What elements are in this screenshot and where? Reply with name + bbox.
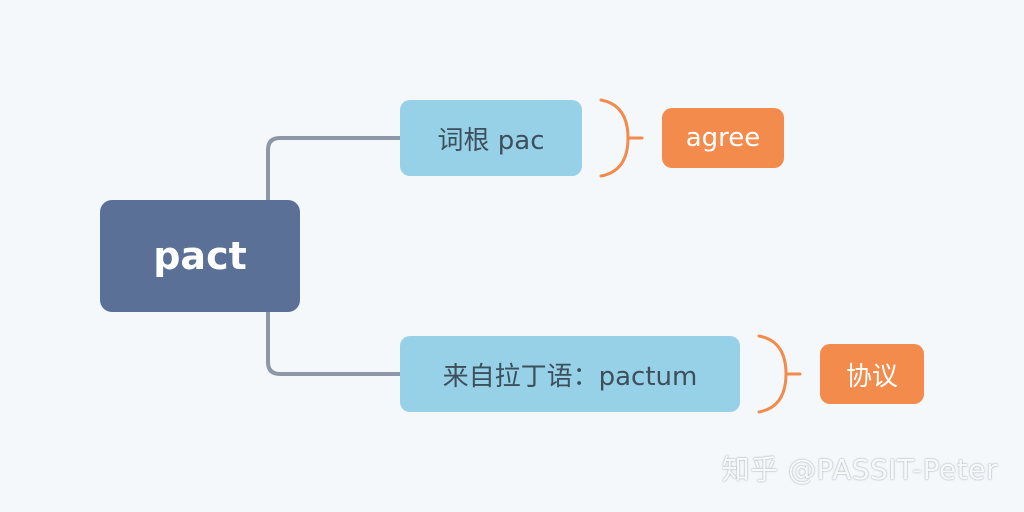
summary-bracket-2 xyxy=(757,334,802,414)
watermark: 知乎 @PASSIT-Peter xyxy=(721,453,998,486)
branch-node-root[interactable]: 词根 pac xyxy=(400,100,582,176)
root-node-label: pact xyxy=(153,234,247,278)
note-node-agreement[interactable]: 协议 xyxy=(820,344,924,404)
branch-node-root-label: 词根 pac xyxy=(437,125,545,156)
connector-root-to-branch-1 xyxy=(266,136,402,202)
note-node-agree-label: agree xyxy=(685,123,761,153)
summary-bracket-1 xyxy=(599,98,644,178)
branch-node-origin-label: 来自拉丁语：pactum xyxy=(442,361,698,392)
branch-node-origin[interactable]: 来自拉丁语：pactum xyxy=(400,336,740,412)
note-node-agreement-label: 协议 xyxy=(845,361,898,392)
connector-root-to-branch-2 xyxy=(266,310,402,376)
root-node[interactable]: pact xyxy=(100,200,300,312)
note-node-agree[interactable]: agree xyxy=(662,108,784,168)
